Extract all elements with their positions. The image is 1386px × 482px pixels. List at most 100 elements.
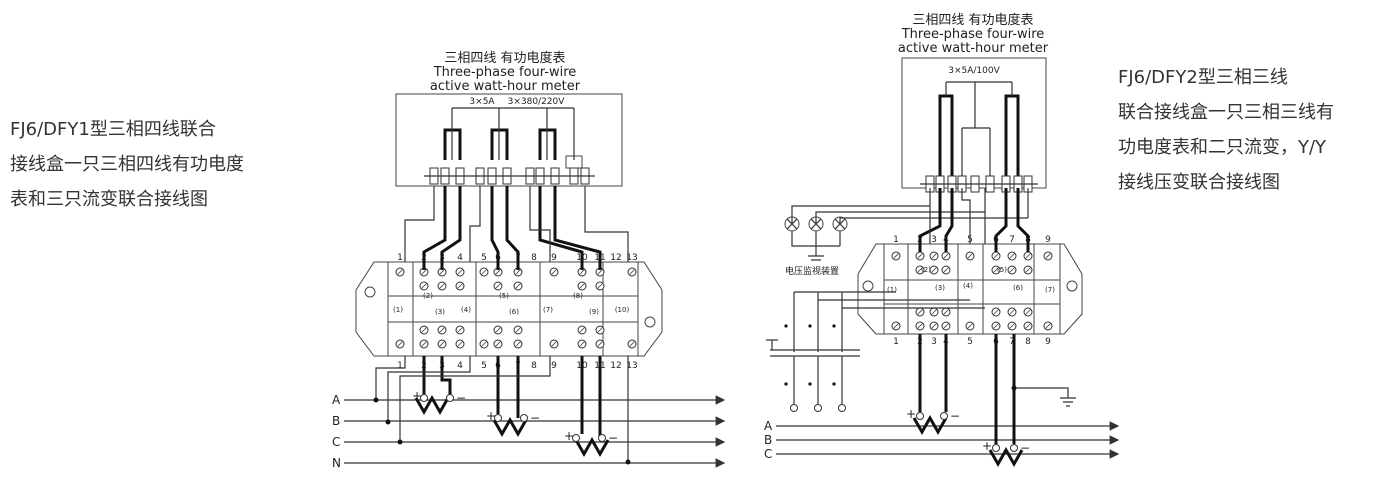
- left-current-transformers: + − + − + −: [412, 356, 618, 458]
- left-screw: [513, 325, 523, 335]
- left-voltage-taps: [373, 356, 631, 465]
- left-bottom-terminal-13: 13: [626, 361, 637, 371]
- left-screw: [493, 325, 503, 335]
- left-bottom-terminal-8: 8: [531, 361, 537, 371]
- left-screw: [419, 325, 429, 335]
- left-ct3-minus: −: [608, 431, 618, 445]
- left-inner-link-4: (4): [461, 306, 471, 314]
- left-inner-link-6: (6): [509, 308, 519, 316]
- left-screw: [549, 339, 559, 349]
- left-bottom-terminal-1: 1: [397, 361, 403, 371]
- right-screw: [929, 251, 939, 261]
- left-screw: [395, 267, 405, 277]
- left-junction-box: [355, 261, 663, 357]
- right-voltage-wires: [929, 188, 1029, 244]
- left-current-wires: [422, 186, 602, 270]
- right-ct2-minus: −: [1020, 441, 1030, 455]
- left-screw: [455, 325, 465, 335]
- left-screw: [493, 281, 503, 291]
- left-meter-title-cn: 三相四线 有功电度表: [444, 50, 565, 66]
- left-inner-link-10: (10): [615, 306, 630, 314]
- left-screw: [577, 339, 587, 349]
- left-bottom-terminal-9: 9: [551, 361, 557, 371]
- right-meter-rating: 3×5A/100V: [948, 66, 1000, 76]
- left-screw: [577, 281, 587, 291]
- left-screw: [419, 281, 429, 291]
- right-screw: [929, 321, 939, 331]
- left-screw: [493, 267, 503, 277]
- right-screw: [1023, 265, 1033, 275]
- left-line-label-c: C: [332, 435, 340, 449]
- right-diagram: 三相四线 有功电度表 Three-phase four-wire active …: [764, 12, 1120, 468]
- right-screw: [991, 307, 1001, 317]
- right-ct1-minus: −: [950, 409, 960, 423]
- left-inner-link-2: (2): [423, 292, 433, 300]
- left-meter-title-en-2: active watt-hour meter: [430, 79, 581, 94]
- left-screw: [595, 281, 605, 291]
- left-top-terminal-5: 5: [481, 253, 487, 263]
- left-inner-link-labels: (1)(2)(3)(4)(5)(6)(7)(8)(9)(10): [393, 292, 629, 316]
- right-screw: [915, 321, 925, 331]
- right-line-label-c: C: [764, 447, 772, 461]
- right-screw: [941, 265, 951, 275]
- left-screw: [627, 267, 637, 277]
- left-screw: [455, 281, 465, 291]
- right-bottom-terminal-9: 9: [1045, 337, 1051, 347]
- right-meter-box: [901, 57, 1047, 189]
- right-inner-link-6: (6): [1013, 284, 1023, 292]
- left-screw: [577, 325, 587, 335]
- right-voltage-monitor: 电压监视装置: [784, 205, 1028, 277]
- left-screw: [493, 339, 503, 349]
- left-meter-current-rating: 3×5A: [469, 97, 495, 107]
- right-top-terminal-3: 3: [931, 235, 937, 245]
- right-junction-box: [857, 243, 1083, 335]
- right-screw: [929, 307, 939, 317]
- right-screw: [941, 251, 951, 261]
- right-line-label-b: B: [764, 433, 772, 447]
- left-top-terminal-9: 9: [551, 253, 557, 263]
- left-ct3-plus: +: [564, 429, 574, 443]
- left-inner-link-1: (1): [393, 306, 403, 314]
- right-supply-lines: ABC: [764, 419, 1120, 461]
- left-top-terminal-1: 1: [397, 253, 403, 263]
- right-inner-link-1: (1): [887, 286, 897, 294]
- right-inner-link-3: (3): [935, 284, 945, 292]
- left-screw: [479, 339, 489, 349]
- left-diagram-caption: FJ6/DFY1型三相四线联合 接线盒一只三相四线有功电度 表和三只流变联合接线…: [10, 119, 244, 210]
- right-meter-title-en-2: active watt-hour meter: [898, 41, 1049, 56]
- right-bottom-terminal-1: 1: [893, 337, 899, 347]
- voltage-monitor-label: 电压监视装置: [785, 265, 839, 277]
- right-screw: [1007, 251, 1017, 261]
- right-top-terminal-1: 1: [893, 235, 899, 245]
- right-meter-coils: [938, 81, 1020, 178]
- right-screw: [965, 251, 975, 261]
- right-screw: [991, 265, 1001, 275]
- right-bottom-terminal-7: 7: [1009, 337, 1015, 347]
- right-voltage-transformer: [766, 291, 985, 412]
- right-bottom-terminal-3: 3: [931, 337, 937, 347]
- left-ct2-plus: +: [486, 409, 496, 423]
- left-screw: [627, 339, 637, 349]
- right-screw: [941, 321, 951, 331]
- left-junction-screws: [395, 267, 637, 349]
- left-ct1-plus: +: [412, 389, 422, 403]
- right-top-terminal-9: 9: [1045, 235, 1051, 245]
- left-inner-link-9: (9): [589, 308, 599, 316]
- right-screw: [915, 251, 925, 261]
- right-inner-link-2: (2): [921, 266, 931, 274]
- right-top-terminal-7: 7: [1009, 235, 1015, 245]
- left-line-label-n: N: [332, 456, 341, 470]
- right-junction-screws: [891, 251, 1053, 331]
- right-screw: [1007, 321, 1017, 331]
- right-ct1-plus: +: [906, 407, 916, 421]
- left-screw: [595, 325, 605, 335]
- left-ct2-minus: −: [530, 411, 540, 425]
- left-ct1-minus: −: [456, 391, 466, 405]
- right-current-transformers: + − + −: [906, 334, 1076, 468]
- right-screw: [941, 307, 951, 317]
- right-inner-link-7: (7): [1045, 286, 1055, 294]
- left-top-terminal-4: 4: [457, 253, 463, 263]
